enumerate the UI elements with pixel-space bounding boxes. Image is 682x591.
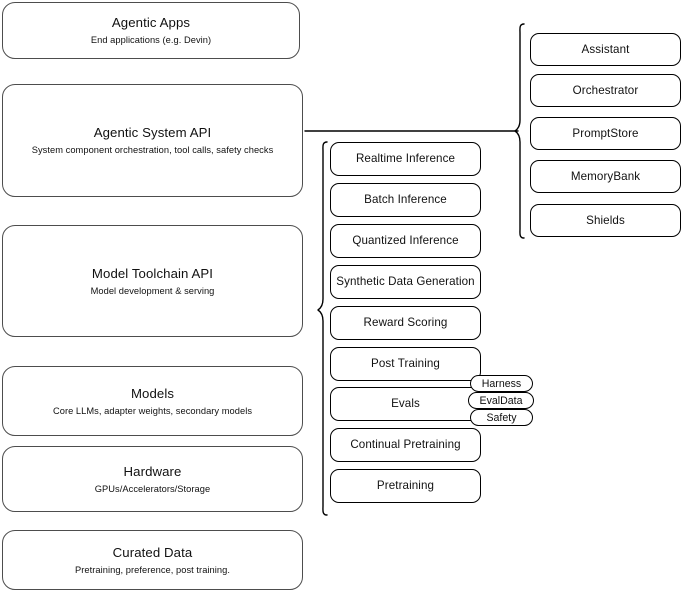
toolchain-item-label: Evals <box>391 397 420 410</box>
toolchain-item-evals[interactable]: Evals <box>330 387 481 421</box>
layer-subtitle: Core LLMs, adapter weights, secondary mo… <box>52 405 253 416</box>
system-item-orchestrator[interactable]: Orchestrator <box>530 74 681 107</box>
layer-box-models[interactable]: Models Core LLMs, adapter weights, secon… <box>2 366 303 436</box>
system-item-shields[interactable]: Shields <box>530 204 681 237</box>
layer-subtitle: GPUs/Accelerators/Storage <box>94 483 211 494</box>
toolchain-item-batch-inference[interactable]: Batch Inference <box>330 183 481 217</box>
layer-subtitle: Pretraining, preference, post training. <box>75 564 230 575</box>
layer-title: Curated Data <box>112 544 193 560</box>
eval-subitem-label: Safety <box>486 411 517 424</box>
layer-subtitle: Model development & serving <box>90 285 215 296</box>
layer-title: Agentic Apps <box>111 15 191 30</box>
layer-title: Agentic System API <box>93 125 212 140</box>
system-item-label: MemoryBank <box>570 169 641 183</box>
system-item-label: Orchestrator <box>572 83 639 97</box>
system-item-label: PromptStore <box>572 126 639 140</box>
layer-subtitle: System component orchestration, tool cal… <box>31 145 274 155</box>
eval-subitem-safety[interactable]: Safety <box>470 409 533 426</box>
layer-title: Models <box>130 385 175 401</box>
system-item-promptstore[interactable]: PromptStore <box>530 117 681 150</box>
toolchain-item-label: Reward Scoring <box>363 316 448 329</box>
layer-title: Hardware <box>123 463 182 479</box>
eval-subitem-harness[interactable]: Harness <box>470 375 533 392</box>
toolchain-item-pretraining[interactable]: Pretraining <box>330 469 481 503</box>
layer-subtitle: End applications (e.g. Devin) <box>90 35 212 45</box>
toolchain-item-continual-pretraining[interactable]: Continual Pretraining <box>330 428 481 462</box>
eval-subitem-evaldata[interactable]: EvalData <box>468 392 534 409</box>
layer-box-model-toolchain-api[interactable]: Model Toolchain API Model development & … <box>2 225 303 337</box>
toolchain-item-quantized-inference[interactable]: Quantized Inference <box>330 224 481 258</box>
toolchain-item-label: Pretraining <box>376 479 435 492</box>
toolchain-item-label: Synthetic Data Generation <box>336 275 475 288</box>
toolchain-item-realtime-inference[interactable]: Realtime Inference <box>330 142 481 176</box>
layer-box-agentic-system-api[interactable]: Agentic System API System component orch… <box>2 84 303 197</box>
toolchain-item-label: Continual Pretraining <box>350 438 461 451</box>
eval-subitem-label: EvalData <box>479 394 523 407</box>
toolchain-item-label: Realtime Inference <box>355 152 456 165</box>
layer-box-agentic-apps[interactable]: Agentic Apps End applications (e.g. Devi… <box>2 2 300 59</box>
toolchain-item-synthetic-data-generation[interactable]: Synthetic Data Generation <box>330 265 481 299</box>
toolchain-item-label: Batch Inference <box>364 193 447 206</box>
layer-title: Model Toolchain API <box>91 265 214 281</box>
system-item-label: Shields <box>586 213 625 227</box>
eval-subitem-label: Harness <box>481 377 522 390</box>
system-item-memorybank[interactable]: MemoryBank <box>530 160 681 193</box>
toolchain-item-reward-scoring[interactable]: Reward Scoring <box>330 306 481 340</box>
layer-box-curated-data[interactable]: Curated Data Pretraining, preference, po… <box>2 530 303 590</box>
toolchain-item-post-training[interactable]: Post Training <box>330 347 481 381</box>
system-items-brace <box>514 23 525 239</box>
system-item-assistant[interactable]: Assistant <box>530 33 681 66</box>
toolchain-item-label: Post Training <box>371 357 440 370</box>
system-item-label: Assistant <box>581 42 630 56</box>
layer-box-hardware[interactable]: Hardware GPUs/Accelerators/Storage <box>2 446 303 512</box>
toolchain-items-brace <box>317 141 328 516</box>
toolchain-item-label: Quantized Inference <box>352 234 459 247</box>
